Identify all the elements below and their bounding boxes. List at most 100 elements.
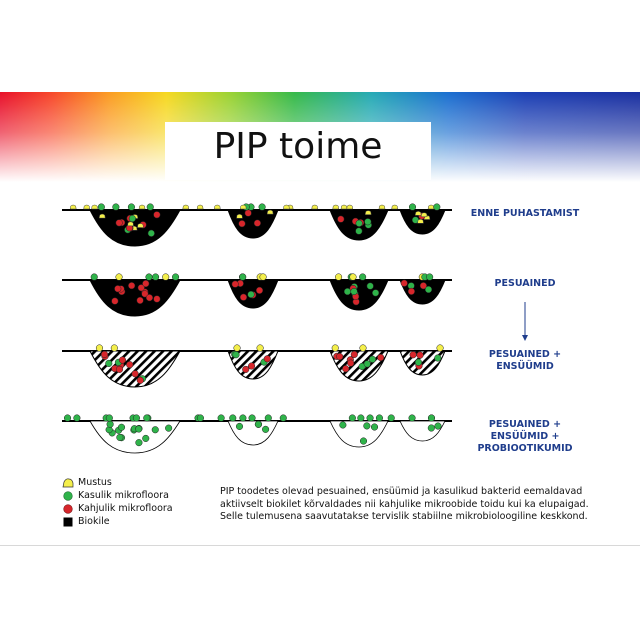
- beneficial-microbe: [427, 424, 435, 432]
- harmful-microbe: [118, 356, 126, 364]
- beneficial-microbe: [364, 218, 372, 226]
- beneficial-microbe: [248, 414, 256, 422]
- beneficial-microbe: [128, 214, 136, 223]
- harmful-microbe: [377, 353, 385, 362]
- dirt-particle: [364, 210, 372, 215]
- dirt-particle: [332, 204, 340, 210]
- dirt-particle: [346, 204, 354, 210]
- beneficial-microbe: [117, 423, 126, 431]
- stage-label-detergents-enzymes: PESUAINED + ENSÜÜMID: [488, 349, 562, 372]
- crevice: [89, 279, 181, 317]
- surface-particle: [90, 273, 98, 281]
- dirt-particle: [378, 204, 386, 210]
- beneficial-microbe: [165, 424, 173, 432]
- beneficial-microbe: [264, 414, 272, 422]
- harmful-microbe: [248, 362, 256, 370]
- beneficial-microbe: [434, 422, 442, 430]
- stage-row-detergents-enzymes-probiotics: [62, 414, 452, 454]
- stage-label-detergents-enzymes-probiotics: PESUAINED + ENSÜÜMID + PROBIOOTIKUMID: [477, 419, 573, 454]
- beneficial-microbe: [427, 414, 436, 422]
- beneficial-microbe: [258, 203, 266, 211]
- stage-label-before-cleaning: ENNE PUHASTAMIST: [470, 208, 580, 219]
- harmful-microbe: [337, 215, 345, 223]
- beneficial-microbe: [105, 359, 113, 367]
- beneficial-microbe: [247, 290, 255, 299]
- dirt-icon: [62, 477, 74, 487]
- dirt-particle: [98, 213, 106, 219]
- beneficial-microbe: [408, 203, 417, 211]
- black-square-icon: [63, 517, 73, 526]
- dirt-particle: [69, 204, 77, 210]
- red-dot-icon: [63, 503, 73, 514]
- surface-particle: [239, 273, 247, 281]
- crevice: [329, 420, 389, 448]
- harmful-microbe: [347, 359, 355, 367]
- harmful-microbe: [136, 376, 144, 384]
- harmful-microbe: [239, 293, 248, 301]
- beneficial-microbe: [151, 426, 159, 434]
- harmful-microbe: [419, 282, 427, 290]
- dirt-particle: [266, 209, 274, 215]
- beneficial-microbe: [135, 425, 143, 433]
- surface-particle: [233, 344, 241, 352]
- beneficial-microbe: [235, 422, 244, 430]
- harmful-microbe: [263, 355, 271, 363]
- legend-label: Mustus: [78, 477, 112, 488]
- dirt-particle: [83, 204, 90, 210]
- surface-particle: [426, 273, 434, 281]
- beneficial-microbe: [375, 414, 383, 422]
- beneficial-microbe: [355, 227, 363, 235]
- harmful-microbe: [141, 290, 149, 298]
- surface-particle: [259, 273, 267, 281]
- dirt-particle: [420, 212, 428, 217]
- harmful-microbe: [409, 351, 417, 359]
- legend-item-biofilm: Biokile: [62, 515, 173, 528]
- surface-particle: [95, 344, 103, 352]
- dirt-particle: [138, 204, 146, 210]
- surface-particle: [110, 344, 118, 352]
- dirt-particle: [236, 214, 243, 219]
- beneficial-microbe: [262, 425, 270, 433]
- harmful-microbe: [131, 370, 139, 378]
- harmful-microbe: [416, 351, 424, 359]
- beneficial-microbe: [196, 414, 204, 422]
- crevice: [89, 350, 181, 388]
- beneficial-microbe: [232, 351, 240, 359]
- harmful-microbe: [336, 353, 344, 361]
- harmful-microbe: [137, 284, 145, 292]
- beneficial-microbe: [135, 439, 143, 447]
- harmful-microbe: [153, 211, 161, 219]
- dirt-particle: [91, 204, 98, 210]
- beneficial-microbe: [106, 420, 114, 428]
- dirt-particle: [283, 204, 290, 210]
- green-dot-icon: [63, 490, 73, 501]
- beneficial-microbe: [414, 358, 422, 366]
- dirt-particle: [427, 204, 435, 210]
- surface-particle: [349, 273, 357, 281]
- bottom-divider: [0, 545, 640, 546]
- beneficial-microbe: [239, 414, 247, 422]
- beneficial-microbe: [370, 423, 379, 431]
- legend-label: Kahjulik mikrofloora: [78, 503, 173, 514]
- surface-particle: [331, 344, 339, 352]
- surface-particle: [115, 273, 123, 281]
- surface-particle: [359, 344, 367, 352]
- beneficial-microbe: [350, 287, 358, 296]
- harmful-microbe: [350, 350, 358, 358]
- beneficial-microbe: [433, 203, 441, 211]
- beneficial-microbe: [143, 414, 151, 422]
- beneficial-microbe: [387, 414, 395, 422]
- beneficial-microbe: [339, 421, 347, 429]
- stage-row-detergents: [62, 273, 452, 317]
- beneficial-microbe: [147, 229, 155, 237]
- legend-item-beneficial-microflora: Kasulik mikrofloora: [62, 489, 173, 502]
- beneficial-microbe: [97, 203, 105, 211]
- harmful-microbe: [342, 365, 350, 373]
- beneficial-microbe: [105, 414, 113, 422]
- beneficial-microbe: [355, 219, 363, 227]
- harmful-microbe: [255, 286, 264, 294]
- beneficial-microbe: [127, 203, 135, 211]
- slide-title: PIP toime: [213, 126, 383, 167]
- surface-particle: [335, 273, 343, 281]
- surface-particle: [152, 273, 160, 281]
